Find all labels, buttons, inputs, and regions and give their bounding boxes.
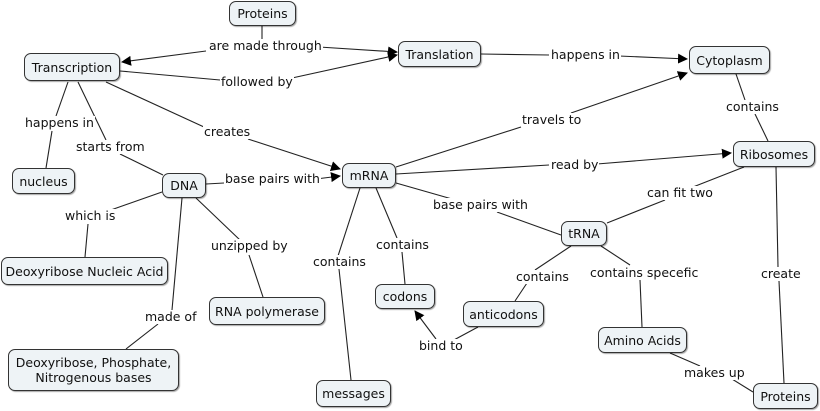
connector-followedby-translation [291,52,398,79]
connector-contains-ribosomes [754,113,769,142]
link-label-create: create [760,266,802,281]
connector-contains-messages [338,268,352,381]
connector-trna-contains [534,245,572,271]
connector-transcription-creates [105,81,205,128]
link-label-makes-up: makes up [683,365,746,380]
connector-transcription-followedby [119,70,221,81]
connector-dna-basepairs [205,182,225,185]
connector-madeof-components [125,323,159,350]
link-label-can-fit-two: can fit two [646,185,714,200]
node-proteins-top[interactable]: Proteins [229,1,296,26]
link-label-creates: creates [203,124,252,139]
connector-contains-codons [401,251,406,285]
connector-dna-madeof [171,197,183,311]
link-label-bind-to: bind to [418,338,464,353]
node-cytoplasm[interactable]: Cytoplasm [689,46,770,74]
connector-specific-aminoacids [639,279,643,328]
link-label-happens-in-transcription: happens in [24,115,95,130]
connector-bindto-codons [414,310,437,340]
link-label-which-is: which is [64,208,117,223]
connector-readby-ribosomes [596,148,732,165]
connector-mrna-travelsto [395,126,522,168]
link-label-followed-by: followed by [220,74,294,89]
connector-label-translation [318,46,398,57]
connector-basepairs-trna [496,211,562,236]
node-ribosomes[interactable]: Ribosomes [733,141,815,167]
node-messages[interactable]: messages [316,380,391,407]
connector-ribosomes-canfit [692,166,745,188]
link-label-travels-to: travels to [521,112,583,127]
link-label-happens-in-translation: happens in [550,47,621,62]
connector-dna-whichis [107,191,163,212]
node-nucleus[interactable]: nucleus [12,168,75,194]
connector-creates-mrna [247,138,341,171]
link-label-contains-codons: contains [375,237,430,252]
connector-startsfrom-dna [119,153,164,176]
node-dna[interactable]: DNA [162,173,206,198]
connector-create-proteins [778,280,785,384]
link-label-starts-from: starts from [75,139,146,154]
node-proteins-bottom[interactable]: Proteins [753,383,818,409]
connector-trna-specific [600,245,631,266]
link-label-read-by: read by [550,157,600,172]
node-mrna[interactable]: mRNA [342,163,396,188]
node-rna-polymerase[interactable]: RNA polymerase [209,297,325,325]
link-label-contains-anticodons: contains [515,269,570,284]
connector-travelsto-cytoplasm [570,71,688,114]
link-label-contains-specific: contains specefic [589,265,700,280]
link-label-base-pairs-with-trna: base pairs with [432,197,529,212]
node-codons[interactable]: codons [375,284,435,309]
link-label-base-pairs-with-dna: base pairs with [224,171,321,186]
connector-makesup-proteins [731,378,754,393]
connector-anticodons-bindto [451,326,479,342]
node-transcription[interactable]: Transcription [24,53,120,81]
connector-dna-unzipped [195,197,242,242]
connector-mrna-contains-codons [375,187,398,239]
node-anticodons[interactable]: anticodons [463,301,544,327]
connector-mrna-basepairs [395,182,453,200]
connector-cytoplasm-contains [735,73,746,101]
connector-contains-anticodons [514,282,528,302]
link-label-unzipped-by: unzipped by [210,238,289,253]
link-label-contains-messages: contains [312,254,367,269]
node-amino-acids[interactable]: Amino Acids [598,327,687,353]
connector-label-transcription [121,50,207,66]
connector-canfit-trna [606,199,666,224]
link-label-contains-ribosomes: contains [725,99,780,114]
connector-transcription-happensin [55,81,69,117]
connector-aminoacids-makesup [669,352,701,367]
connector-mrna-readby [395,164,550,175]
connector-translation-happensin [480,53,550,56]
link-label-are-made-through: are made through [208,38,323,53]
connector-whichis-dnaname [84,223,89,258]
node-translation[interactable]: Translation [398,41,481,67]
link-label-made-of: made of [144,309,198,324]
connector-ribosomes-create [775,166,779,268]
node-trna[interactable]: tRNA [561,221,607,246]
connector-transcription-startsfrom [77,81,107,141]
node-deoxyribose-nucleic-acid[interactable]: Deoxyribose Nucleic Acid [1,257,168,285]
connector-happensin-nucleus [45,130,53,169]
connector-unzipped-rnapoly [248,254,264,298]
node-dna-components[interactable]: Deoxyribose, Phosphate, Nitrogenous base… [8,349,179,391]
connector-mrna-contains-messages [337,187,361,257]
connector-happensin-cytoplasm [618,53,688,64]
